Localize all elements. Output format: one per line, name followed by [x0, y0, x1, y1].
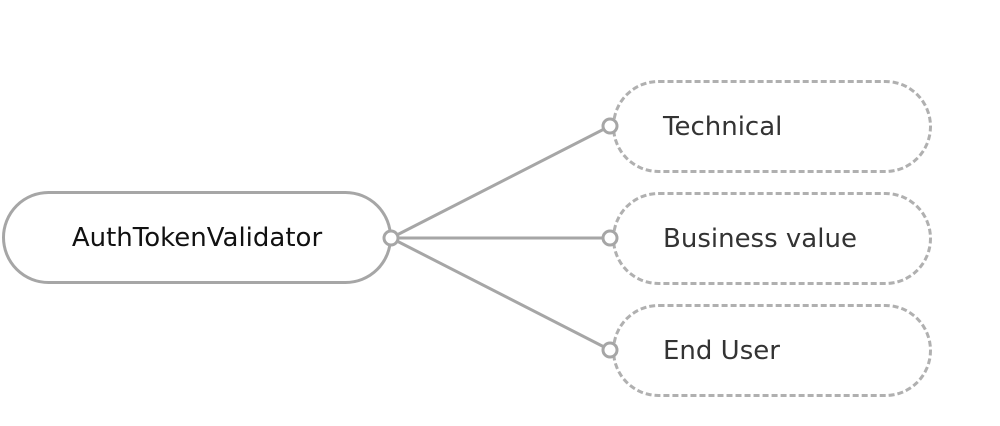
edge-technical	[390, 124, 611, 240]
child-node-label: Technical	[663, 111, 783, 142]
root-node-label: AuthTokenValidator	[71, 222, 323, 253]
end-user-connector-handle[interactable]	[601, 341, 619, 359]
edge-end-user	[390, 236, 611, 352]
business-value-connector-handle[interactable]	[601, 229, 619, 247]
child-node-label: Business value	[663, 223, 857, 254]
root-connector-handle[interactable]	[382, 229, 400, 247]
child-node-label: End User	[663, 335, 780, 366]
technical-connector-handle[interactable]	[601, 117, 619, 135]
